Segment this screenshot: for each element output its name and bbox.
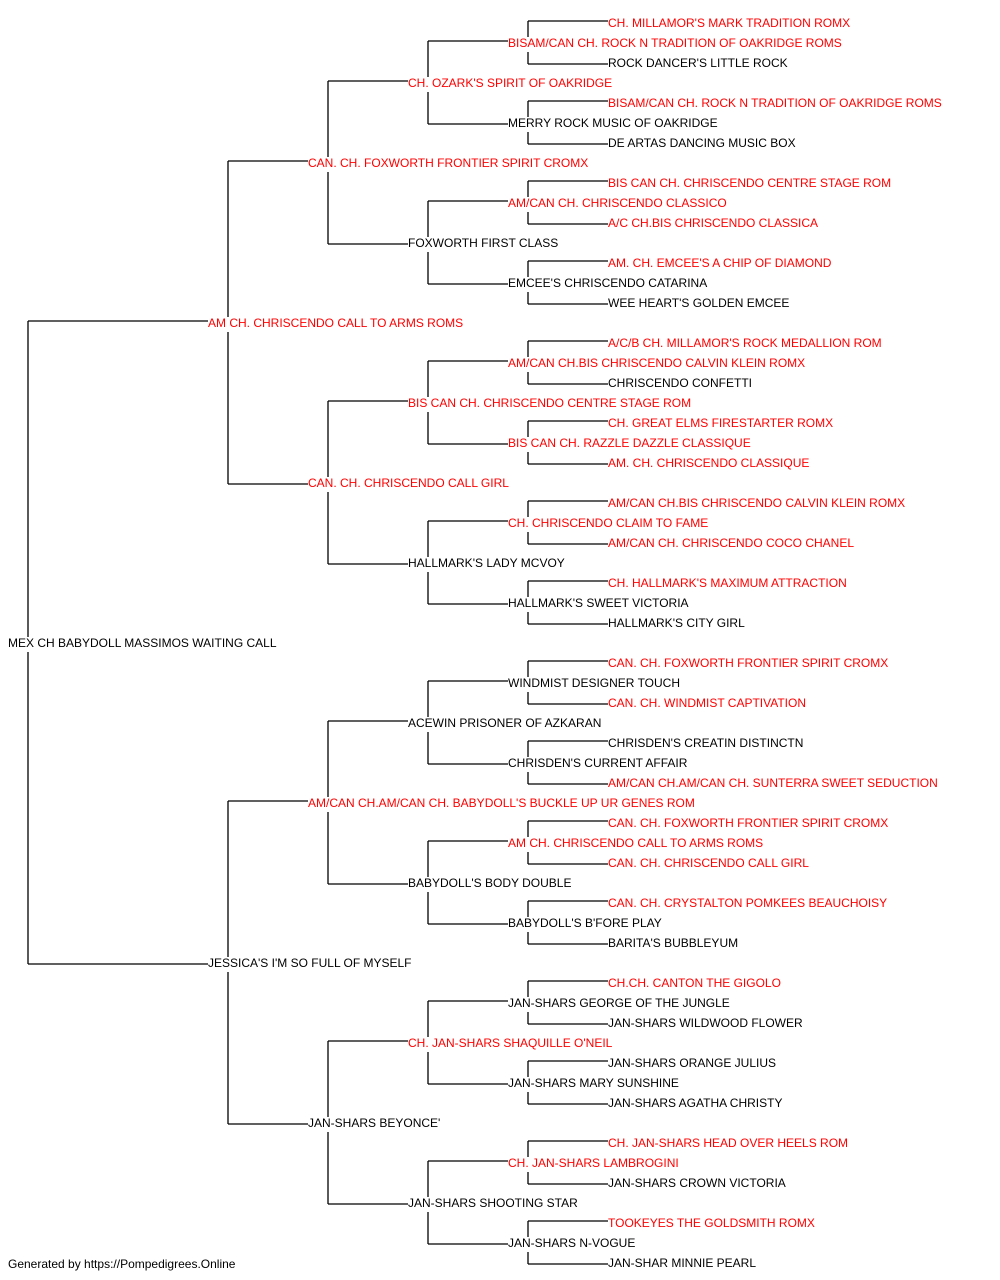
sire-name: CAN. CH. FOXWORTH FRONTIER SPIRIT CROMX [608,816,888,830]
sire-name: BIS CAN CH. CHRISCENDO CENTRE STAGE ROM [408,396,691,410]
dam-name: CHRISCENDO CONFETTI [608,376,752,390]
sire-name: CAN. CH. FOXWORTH FRONTIER SPIRIT CROMX [308,156,588,170]
dam-name: CAN. CH. CHRISCENDO CALL GIRL [608,856,809,870]
dam-name: FOXWORTH FIRST CLASS [408,236,558,250]
sire-name: CAN. CH. CRYSTALTON POMKEES BEAUCHOISY [608,896,887,910]
dam-name: JAN-SHARS MARY SUNSHINE [508,1076,679,1090]
dam-name: MERRY ROCK MUSIC OF OAKRIDGE [508,116,718,130]
dam-name: JAN-SHARS AGATHA CHRISTY [608,1096,782,1110]
sire-name: BIS CAN CH. CHRISCENDO CENTRE STAGE ROM [608,176,891,190]
dam-name: BIS CAN CH. RAZZLE DAZZLE CLASSIQUE [508,436,751,450]
dam-name: HALLMARK'S CITY GIRL [608,616,745,630]
sire-name: TOOKEYES THE GOLDSMITH ROMX [608,1216,815,1230]
sire-name: WINDMIST DESIGNER TOUCH [508,676,680,690]
sire-name: AM/CAN CH.BIS CHRISCENDO CALVIN KLEIN RO… [508,356,805,370]
sire-name: AM CH. CHRISCENDO CALL TO ARMS ROMS [508,836,763,850]
sire-name: JAN-SHARS ORANGE JULIUS [608,1056,776,1070]
sire-name: CH. GREAT ELMS FIRESTARTER ROMX [608,416,833,430]
dam-name: ROCK DANCER'S LITTLE ROCK [608,56,788,70]
sire-name: AM/CAN CH.BIS CHRISCENDO CALVIN KLEIN RO… [608,496,905,510]
dam-name: WEE HEART'S GOLDEN EMCEE [608,296,789,310]
dam-name: CHRISDEN'S CURRENT AFFAIR [508,756,688,770]
dam-name: JAN-SHAR MINNIE PEARL [608,1256,756,1270]
sire-name: ACEWIN PRISONER OF AZKARAN [408,716,601,730]
subject-dog-name: MEX CH BABYDOLL MASSIMOS WAITING CALL [8,636,277,650]
sire-name: CAN. CH. FOXWORTH FRONTIER SPIRIT CROMX [608,656,888,670]
dam-name: JAN-SHARS SHOOTING STAR [408,1196,578,1210]
dam-name: CAN. CH. WINDMIST CAPTIVATION [608,696,806,710]
dam-name: BABYDOLL'S B'FORE PLAY [508,916,662,930]
sire-name: A/C/B CH. MILLAMOR'S ROCK MEDALLION ROM [608,336,882,350]
footer-credit: Generated by https://Pompedigrees.Online [8,1257,236,1271]
sire-name: CH.CH. CANTON THE GIGOLO [608,976,781,990]
sire-name: CH. JAN-SHARS SHAQUILLE O'NEIL [408,1036,613,1050]
dam-name: EMCEE'S CHRISCENDO CATARINA [508,276,707,290]
sire-name: AM. CH. EMCEE'S A CHIP OF DIAMOND [608,256,832,270]
dam-name: JAN-SHARS N-VOGUE [508,1236,635,1250]
sire-name: CHRISDEN'S CREATIN DISTINCTN [608,736,803,750]
sire-name: CH. MILLAMOR'S MARK TRADITION ROMX [608,16,850,30]
dam-name: JAN-SHARS BEYONCE' [308,1116,440,1130]
sire-name: AM/CAN CH.AM/CAN CH. BABYDOLL'S BUCKLE U… [308,796,695,810]
sire-name: CH. HALLMARK'S MAXIMUM ATTRACTION [608,576,847,590]
dam-name: AM/CAN CH.AM/CAN CH. SUNTERRA SWEET SEDU… [608,776,938,790]
dam-name: JAN-SHARS CROWN VICTORIA [608,1176,786,1190]
sire-name: BISAM/CAN CH. ROCK N TRADITION OF OAKRID… [508,36,842,50]
sire-name: CH. JAN-SHARS LAMBROGINI [508,1156,679,1170]
dam-name: DE ARTAS DANCING MUSIC BOX [608,136,796,150]
dam-name: AM. CH. CHRISCENDO CLASSIQUE [608,456,809,470]
dam-name: BABYDOLL'S BODY DOUBLE [408,876,571,890]
dam-name: AM/CAN CH. CHRISCENDO COCO CHANEL [608,536,854,550]
sire-name: JAN-SHARS GEORGE OF THE JUNGLE [508,996,730,1010]
dam-name: BARITA'S BUBBLEYUM [608,936,738,950]
sire-name: CH. OZARK'S SPIRIT OF OAKRIDGE [408,76,612,90]
dam-name: CAN. CH. CHRISCENDO CALL GIRL [308,476,509,490]
sire-name: AM CH. CHRISCENDO CALL TO ARMS ROMS [208,316,463,330]
dam-name: HALLMARK'S LADY MCVOY [408,556,565,570]
sire-name: BISAM/CAN CH. ROCK N TRADITION OF OAKRID… [608,96,942,110]
sire-name: CH. CHRISCENDO CLAIM TO FAME [508,516,708,530]
sire-name: AM/CAN CH. CHRISCENDO CLASSICO [508,196,727,210]
sire-name: CH. JAN-SHARS HEAD OVER HEELS ROM [608,1136,848,1150]
dam-name: A/C CH.BIS CHRISCENDO CLASSICA [608,216,818,230]
dam-name: JAN-SHARS WILDWOOD FLOWER [608,1016,803,1030]
dam-name: HALLMARK'S SWEET VICTORIA [508,596,689,610]
dam-name: JESSICA'S I'M SO FULL OF MYSELF [208,956,412,970]
